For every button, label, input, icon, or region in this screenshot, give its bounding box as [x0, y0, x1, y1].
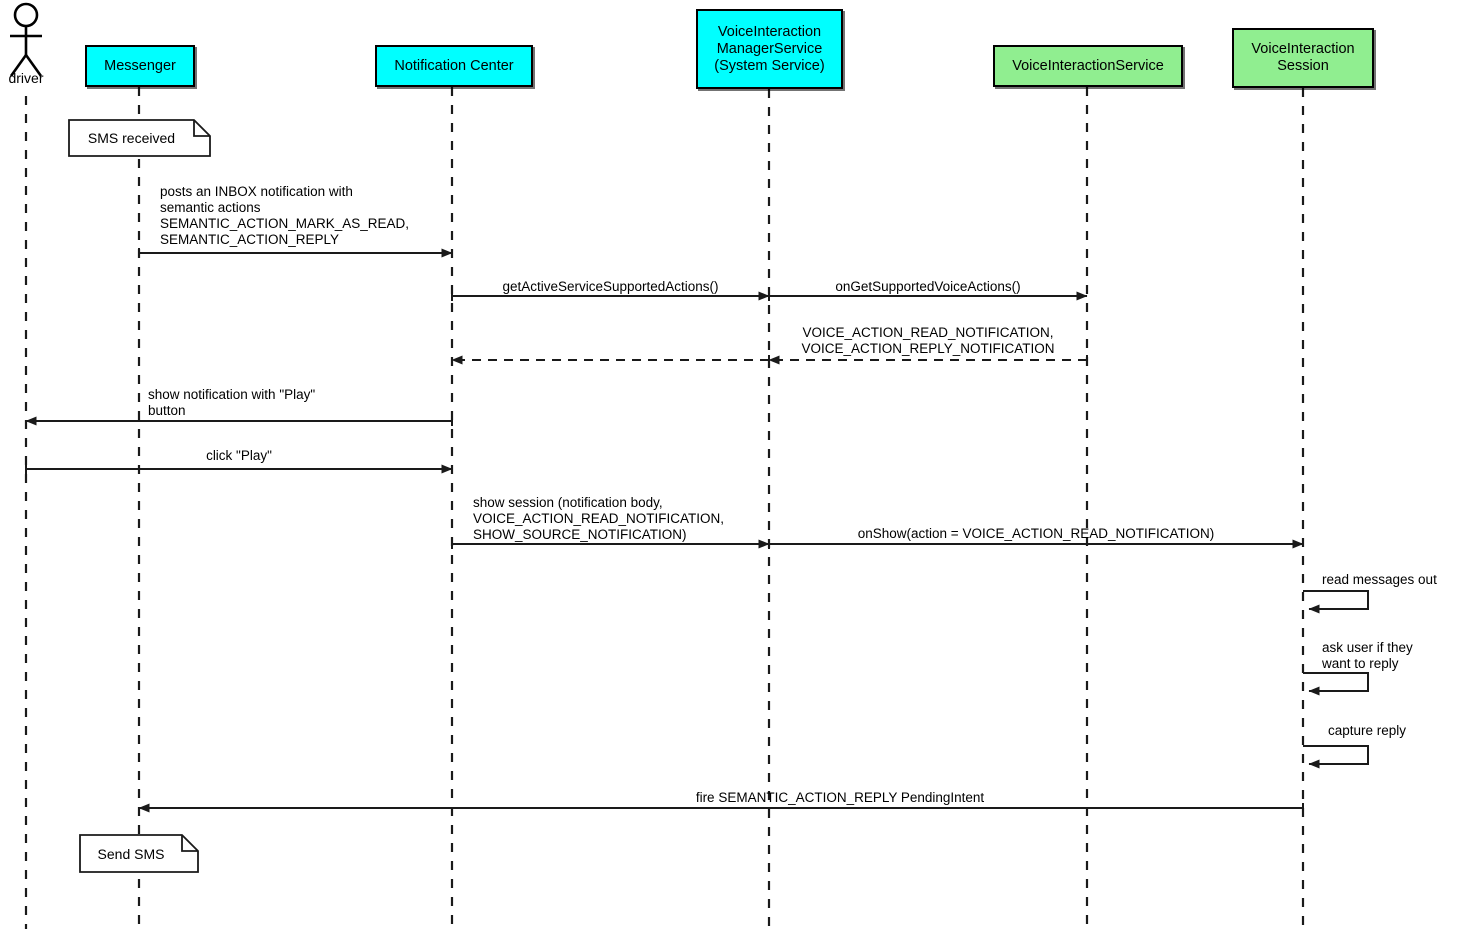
- self-ask-user-reply-arrow: [1303, 672, 1369, 696]
- self-capture-reply-label: capture reply: [1328, 723, 1407, 738]
- msg-click-play-label: click "Play": [206, 448, 272, 463]
- participant-vis[interactable]: VoiceInteractionService: [993, 45, 1183, 87]
- self-ask-user-reply-label: ask user if they want to reply: [1322, 640, 1413, 671]
- msg-return-voice-actions-to-vims-label: VOICE_ACTION_READ_NOTIFICATION, VOICE_AC…: [801, 325, 1055, 356]
- message-arrows: [25, 248, 1304, 813]
- note-send-sms-shape: [79, 834, 199, 873]
- note-send-sms: Send SMS: [80, 835, 198, 872]
- note-sms-received: SMS received: [69, 120, 210, 156]
- participant-label-messenger: Messenger: [104, 57, 176, 74]
- note-sms-received-fold: [193, 120, 210, 137]
- msg-post-notification-label: posts an INBOX notification with semanti…: [160, 184, 410, 247]
- msg-on-get-supported-voice-actions-label: onGetSupportedVoiceActions(): [835, 279, 1021, 294]
- participant-notifcenter[interactable]: Notification Center: [375, 45, 533, 87]
- msg-fire-semantic-action-reply-label: fire SEMANTIC_ACTION_REPLY PendingIntent: [695, 790, 985, 805]
- note-send-sms-fold: [181, 835, 198, 852]
- note-sms-received-shape: [68, 119, 211, 157]
- participant-label-vims: VoiceInteraction ManagerService (System …: [714, 23, 825, 74]
- self-read-messages-out-label: read messages out: [1322, 572, 1437, 587]
- participant-label-session: VoiceInteraction Session: [1251, 41, 1355, 74]
- note-send-sms-label: Send SMS: [97, 845, 165, 862]
- msg-show-notification-play-label: show notification with "Play" button: [148, 387, 316, 418]
- actor-driver-icon: [9, 2, 43, 77]
- msg-get-active-service-supported-actions-label: getActiveServiceSupportedActions(): [502, 279, 719, 294]
- notes-shapes: [68, 119, 211, 873]
- self-message-arrows: [1303, 590, 1369, 769]
- participant-label-vis: VoiceInteractionService: [1012, 57, 1164, 74]
- participant-session[interactable]: VoiceInteraction Session: [1232, 28, 1374, 88]
- actor-label-driver: driver: [8, 70, 44, 86]
- lifelines: [24, 87, 1305, 929]
- participant-messenger[interactable]: Messenger: [85, 45, 195, 87]
- self-capture-reply-arrow: [1303, 745, 1369, 769]
- msg-show-session-label: show session (notification body, VOICE_A…: [473, 495, 725, 542]
- participant-vims[interactable]: VoiceInteraction ManagerService (System …: [696, 9, 843, 89]
- self-read-messages-out-arrow: [1303, 590, 1369, 614]
- note-sms-received-label: SMS received: [87, 130, 176, 146]
- msg-on-show-label: onShow(action = VOICE_ACTION_READ_NOTIFI…: [857, 526, 1215, 541]
- participant-label-notifcenter: Notification Center: [394, 57, 514, 74]
